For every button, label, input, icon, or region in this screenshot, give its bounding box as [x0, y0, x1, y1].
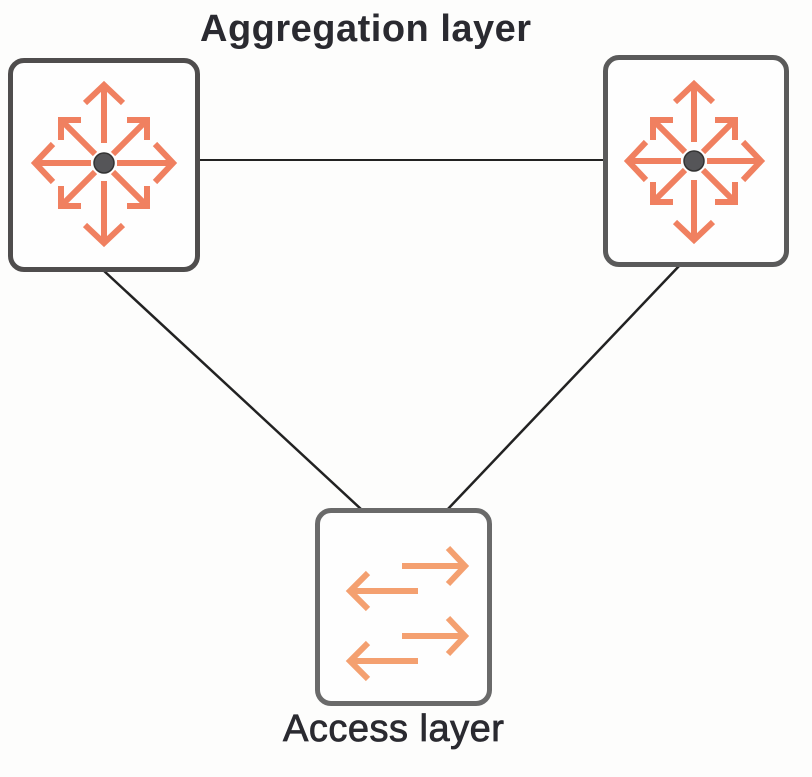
- aggregation-router-right[interactable]: [603, 55, 789, 267]
- link-agg-right-access: [446, 264, 681, 511]
- router-icon: [30, 80, 178, 248]
- router-icon: [623, 79, 766, 245]
- access-switch[interactable]: [315, 508, 492, 706]
- access-layer-label: Access layer: [283, 708, 505, 751]
- aggregation-router-left[interactable]: [8, 58, 200, 272]
- center-dot-icon: [683, 150, 705, 172]
- switch-icon: [345, 545, 470, 682]
- link-agg-left-access: [102, 269, 363, 511]
- aggregation-layer-label: Aggregation layer: [200, 8, 532, 50]
- center-dot-icon: [93, 152, 115, 174]
